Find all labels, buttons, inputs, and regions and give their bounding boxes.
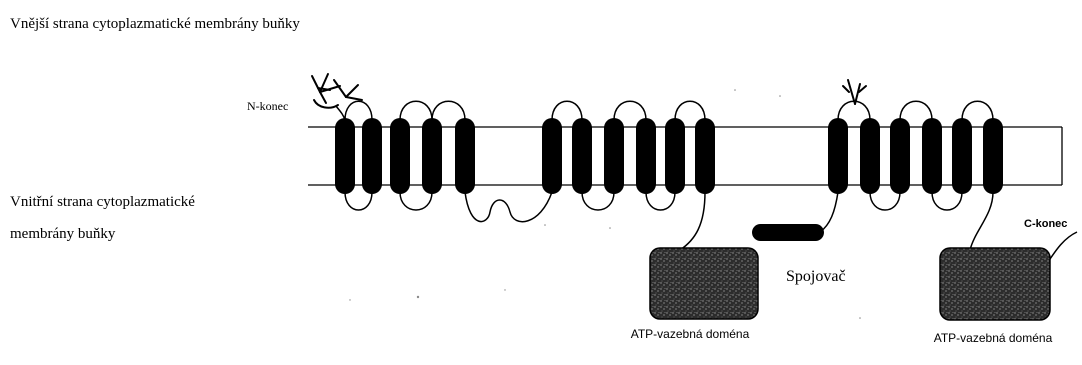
helix [362,118,382,194]
helix [542,118,562,194]
inside-label: Vnitřní strana cytoplazmatické membrány … [10,186,220,250]
atp-binding-domain-2 [940,248,1050,320]
helix [422,118,442,194]
helix [604,118,624,194]
helices [335,118,1003,194]
helix [572,118,592,194]
helix [890,118,910,194]
n-terminus-label: N-konec [247,99,288,113]
glycan-icon [843,80,866,104]
helix [390,118,410,194]
helix [860,118,880,194]
helix [335,118,355,194]
helix [828,118,848,194]
helix [695,118,715,194]
helix [455,118,475,194]
helix [952,118,972,194]
linker-segment [752,224,824,241]
atp-binding-domain-1 [650,248,758,319]
linker-label: Spojovač [786,268,846,286]
atp-domain-label-2: ATP-vazebná doména [933,331,1053,346]
atp-domain-label-1: ATP-vazebná doména [630,327,750,342]
helix [665,118,685,194]
c-terminus-label: C-konec [1024,218,1067,231]
helix [636,118,656,194]
outside-label: Vnější strana cytoplazmatické membrány b… [10,8,310,40]
helix [983,118,1003,194]
helix [922,118,942,194]
